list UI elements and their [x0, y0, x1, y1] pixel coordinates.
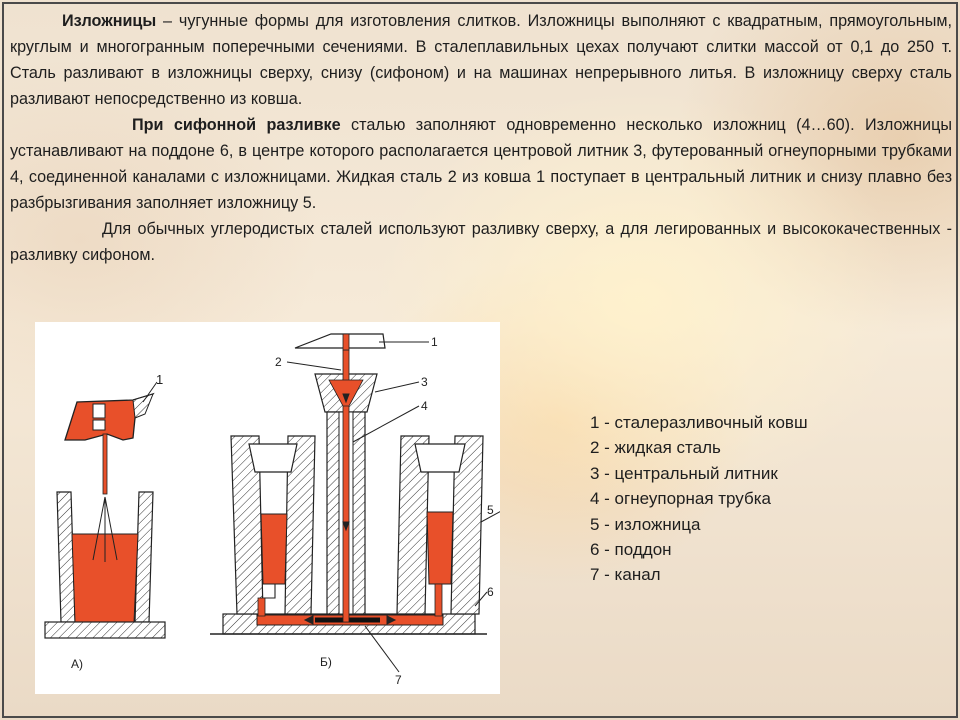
leader-lines-b — [286, 341, 504, 673]
label-1a: 1 — [156, 372, 163, 387]
legend-item-ingot-mold: 5 - изложница — [590, 514, 701, 534]
caption-a: А) — [71, 657, 83, 671]
mold-b-left-hot-top — [248, 443, 298, 473]
casting-diagram: 1 А) — [44, 333, 504, 687]
legend-item-refractory-tube: 4 - огнеупорная трубка — [590, 489, 771, 509]
mold-b-right-wall-l — [396, 435, 430, 615]
ladle-1 — [294, 333, 386, 349]
legend: 1 - сталеразливочный ковш 2 - жидкая ста… — [590, 410, 808, 588]
paragraph-casting-choice: Для обычных углеродистых сталей использу… — [10, 220, 952, 264]
mold-a-wall-right — [134, 491, 154, 623]
label-1: 1 — [431, 335, 438, 349]
steel-b-left — [260, 513, 288, 585]
mold-b-right-hot-top — [414, 443, 466, 473]
leader-1a — [142, 381, 158, 403]
legend-item-central-runner: 3 - центральный литник — [590, 463, 778, 483]
paragraph-ingot-molds: Изложницы – чугунные формы для изготовле… — [10, 8, 952, 112]
flow-arrows-a — [92, 496, 118, 562]
label-5: 5 — [487, 503, 494, 517]
casting-diagram-panel: 1 А) — [35, 322, 504, 694]
label-7: 7 — [395, 673, 402, 687]
label-4: 4 — [421, 399, 428, 413]
paragraph-siphon-casting: При сифонной разливке сталью заполняют о… — [10, 112, 952, 216]
riser-left-steel — [257, 597, 266, 617]
mold-b-right-wall-r — [450, 435, 484, 615]
figure-a-top-pouring: 1 А) — [44, 372, 166, 671]
label-2: 2 — [275, 355, 282, 369]
riser-right-steel — [434, 583, 443, 617]
legend-item-channel: 7 - канал — [590, 565, 661, 585]
steel-b-right — [426, 511, 454, 585]
term-siphon-casting: При сифонной разливке — [132, 116, 341, 134]
label-3: 3 — [421, 375, 428, 389]
stream-a — [102, 433, 108, 495]
legend-item-tray: 6 - поддон — [590, 540, 672, 560]
ladle-a-brick — [92, 419, 106, 431]
paragraph-ingot-molds-text: – чугунные формы для изготовления слитко… — [10, 12, 952, 108]
figure-b-siphon-pouring: 1 2 3 4 5 6 7 Б) — [210, 333, 504, 687]
term-ingot-molds: Изложницы — [62, 12, 157, 30]
paragraph-siphon-casting-text: сталью заполняют одновременно несколько … — [10, 116, 952, 212]
legend-item-ladle: 1 - сталеразливочный ковш — [590, 413, 808, 432]
ladle-a-lining — [132, 393, 154, 419]
caption-b: Б) — [320, 655, 332, 669]
legend-item-liquid-steel: 2 - жидкая сталь — [590, 438, 721, 458]
slide-text: Изложницы – чугунные формы для изготовле… — [10, 8, 952, 268]
steel-in-funnel — [328, 379, 364, 407]
ladle-nozzle — [342, 333, 350, 351]
ladle-a-brick — [92, 403, 106, 419]
flow-arrows-b — [303, 393, 397, 625]
label-6: 6 — [487, 585, 494, 599]
ladle-a — [64, 392, 155, 441]
base-plate-a — [44, 621, 166, 639]
